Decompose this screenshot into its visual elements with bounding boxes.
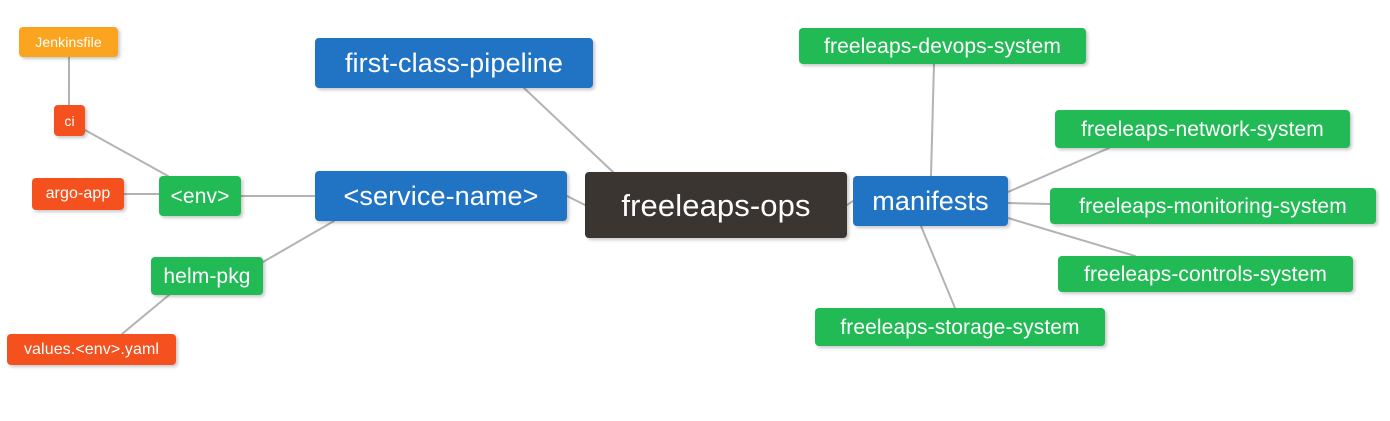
mindmap-node-helm-pkg[interactable]: helm-pkg: [151, 257, 263, 295]
mindmap-edge: [1007, 202, 1051, 205]
mindmap-node-freeleaps-ops[interactable]: freeleaps-ops: [585, 172, 847, 238]
mindmap-edge: [1007, 147, 1110, 193]
mindmap-node-jenkinsfile[interactable]: Jenkinsfile: [19, 27, 118, 57]
mindmap-node-freeleaps-controls-system[interactable]: freeleaps-controls-system: [1058, 256, 1353, 292]
mindmap-edge: [121, 294, 170, 335]
mindmap-node-first-class-pipeline[interactable]: first-class-pipeline: [315, 38, 593, 88]
mindmap-edge: [566, 195, 586, 206]
mindmap-node-freeleaps-network-system[interactable]: freeleaps-network-system: [1055, 110, 1350, 148]
mindmap-node-freeleaps-monitoring-system[interactable]: freeleaps-monitoring-system: [1050, 188, 1376, 224]
mindmap-node-freeleaps-devops-system[interactable]: freeleaps-devops-system: [799, 28, 1086, 64]
mindmap-edge: [523, 87, 614, 173]
mindmap-edge: [920, 225, 956, 309]
mindmap-edge: [930, 63, 935, 177]
mindmap-node-values-env-yaml[interactable]: values.<env>.yaml: [7, 334, 176, 365]
mindmap-edge: [84, 129, 169, 177]
mindmap-node-manifests[interactable]: manifests: [853, 176, 1008, 226]
mindmap-node-ci[interactable]: ci: [54, 105, 85, 136]
mindmap-edge: [262, 220, 335, 263]
mindmap-node-freeleaps-storage-system[interactable]: freeleaps-storage-system: [815, 308, 1105, 346]
mindmap-node-service-name[interactable]: <service-name>: [315, 171, 567, 221]
mindmap-node-env[interactable]: <env>: [159, 176, 241, 216]
mindmap-node-argo-app[interactable]: argo-app: [32, 178, 124, 210]
